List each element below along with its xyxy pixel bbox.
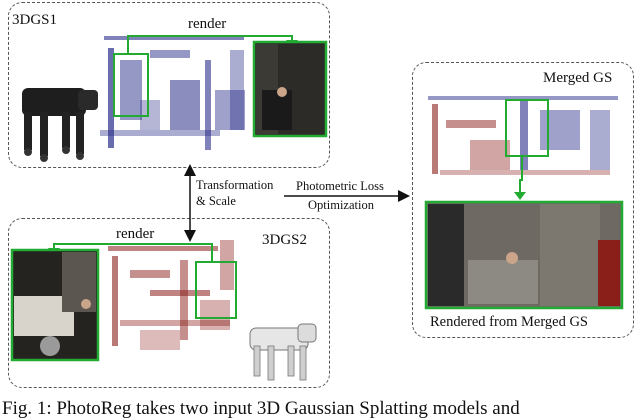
red-point-cloud [108, 240, 234, 350]
merged-panel-title: Merged GS [543, 70, 613, 86]
loss-label-line2: Optimization [308, 198, 374, 212]
loss-label-line1: Photometric Loss [296, 179, 384, 193]
robot-dog-dark [22, 88, 98, 162]
region-box-merged [505, 99, 549, 157]
panel-1-title: 3DGS1 [12, 12, 58, 28]
figure-caption: Fig. 1: PhotoReg takes two input 3D Gaus… [2, 398, 520, 419]
region-box-2 [195, 261, 237, 319]
panel-1-render-label: render [188, 16, 227, 32]
blue-point-cloud [100, 36, 245, 150]
panel-2-title: 3DGS2 [262, 232, 308, 248]
render-arrow-1 [127, 35, 293, 54]
transformation-label-line2: & Scale [196, 194, 236, 208]
merged-panel-footer: Rendered from Merged GS [430, 314, 588, 330]
transformation-label-line1: Transformation [196, 178, 274, 192]
robot-dog-white [249, 323, 317, 381]
merged-point-cloud [428, 96, 618, 175]
render-arrow-merged [519, 156, 523, 194]
rendered-photo-1 [252, 40, 328, 138]
rendered-photo-2 [10, 248, 100, 362]
panel-2-render-label: render [116, 226, 155, 242]
render-arrow-2 [53, 243, 213, 262]
rendered-photo-merged [424, 200, 624, 310]
region-box-1 [113, 53, 149, 117]
